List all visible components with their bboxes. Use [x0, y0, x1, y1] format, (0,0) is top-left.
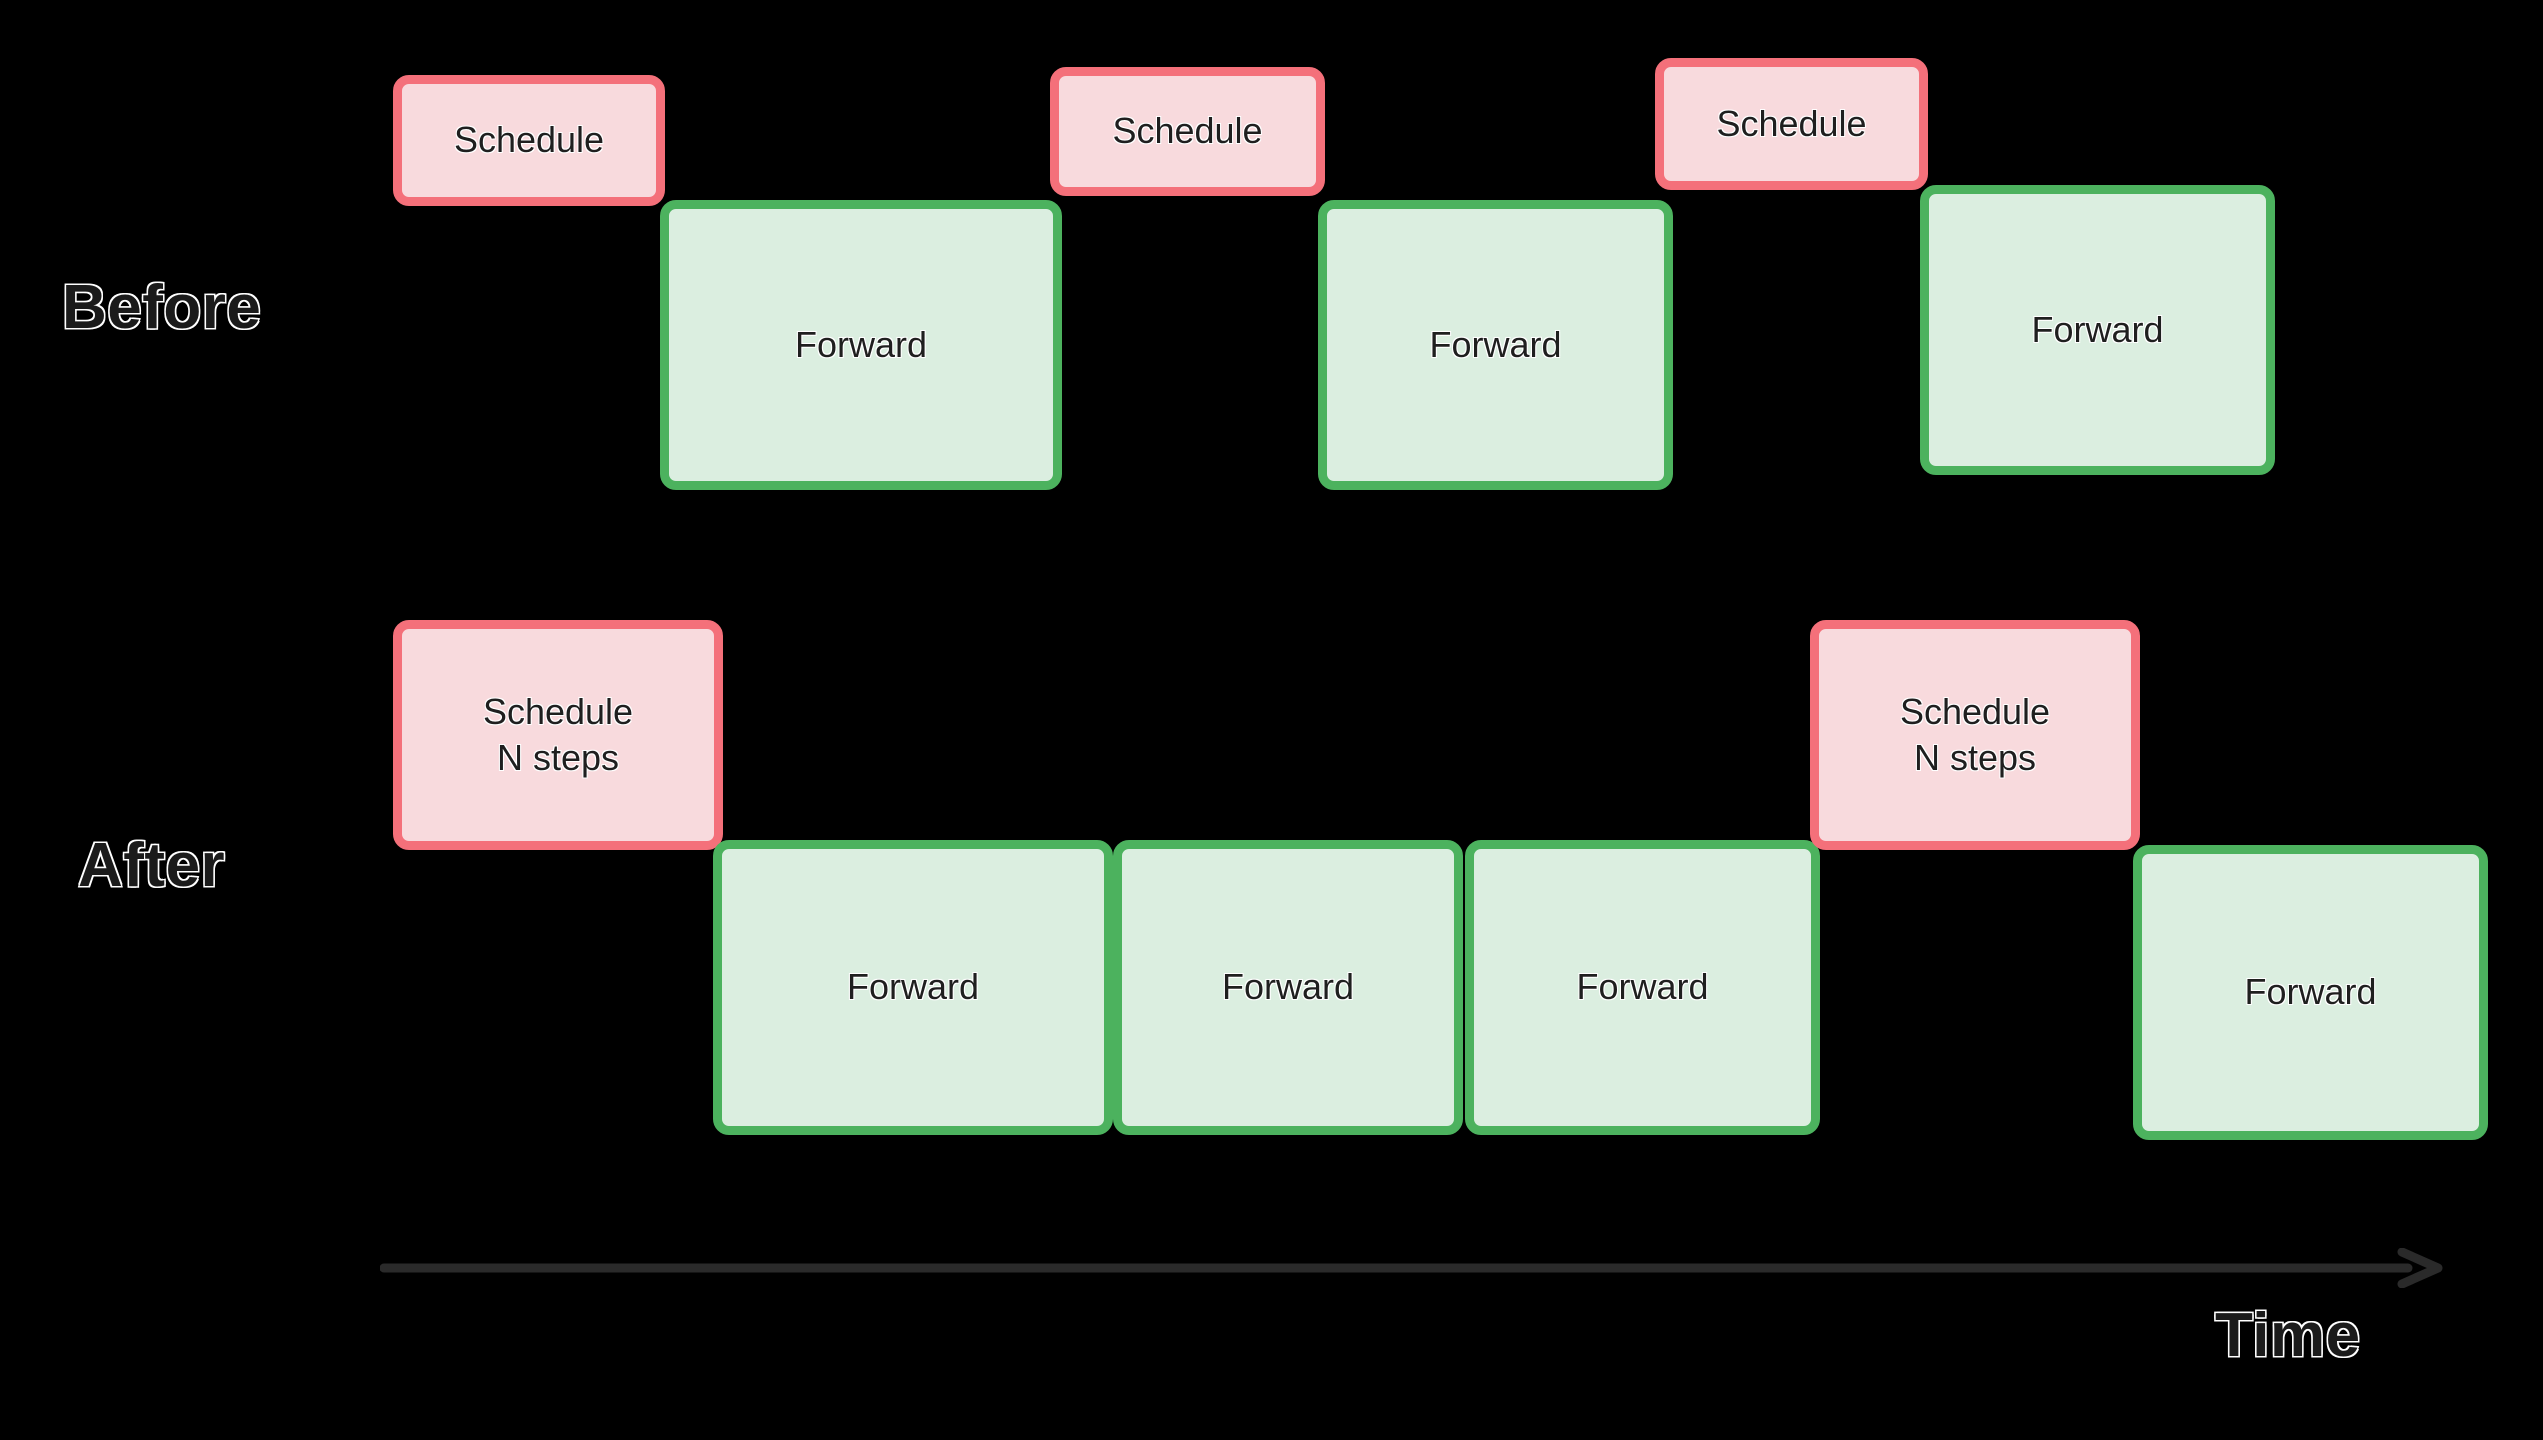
schedule-n-steps-block[interactable]: Schedule N steps — [393, 620, 723, 850]
time-axis-arrow — [380, 1248, 2445, 1288]
forward-block[interactable]: Forward — [1318, 200, 1673, 490]
forward-block[interactable]: Forward — [660, 200, 1062, 490]
row-label-before: Before — [61, 272, 262, 344]
schedule-block[interactable]: Schedule — [393, 75, 665, 206]
time-arrow-icon — [380, 1248, 2443, 1288]
time-axis-label: Time — [2214, 1300, 2362, 1372]
forward-block[interactable]: Forward — [1465, 840, 1820, 1135]
schedule-block[interactable]: Schedule — [1655, 58, 1928, 190]
forward-block[interactable]: Forward — [1920, 185, 2275, 475]
forward-block[interactable]: Forward — [713, 840, 1113, 1135]
forward-block[interactable]: Forward — [1113, 840, 1463, 1135]
schedule-block[interactable]: Schedule — [1050, 67, 1325, 196]
row-label-after: After — [77, 830, 226, 902]
schedule-n-steps-block[interactable]: Schedule N steps — [1810, 620, 2140, 850]
forward-block[interactable]: Forward — [2133, 845, 2488, 1140]
